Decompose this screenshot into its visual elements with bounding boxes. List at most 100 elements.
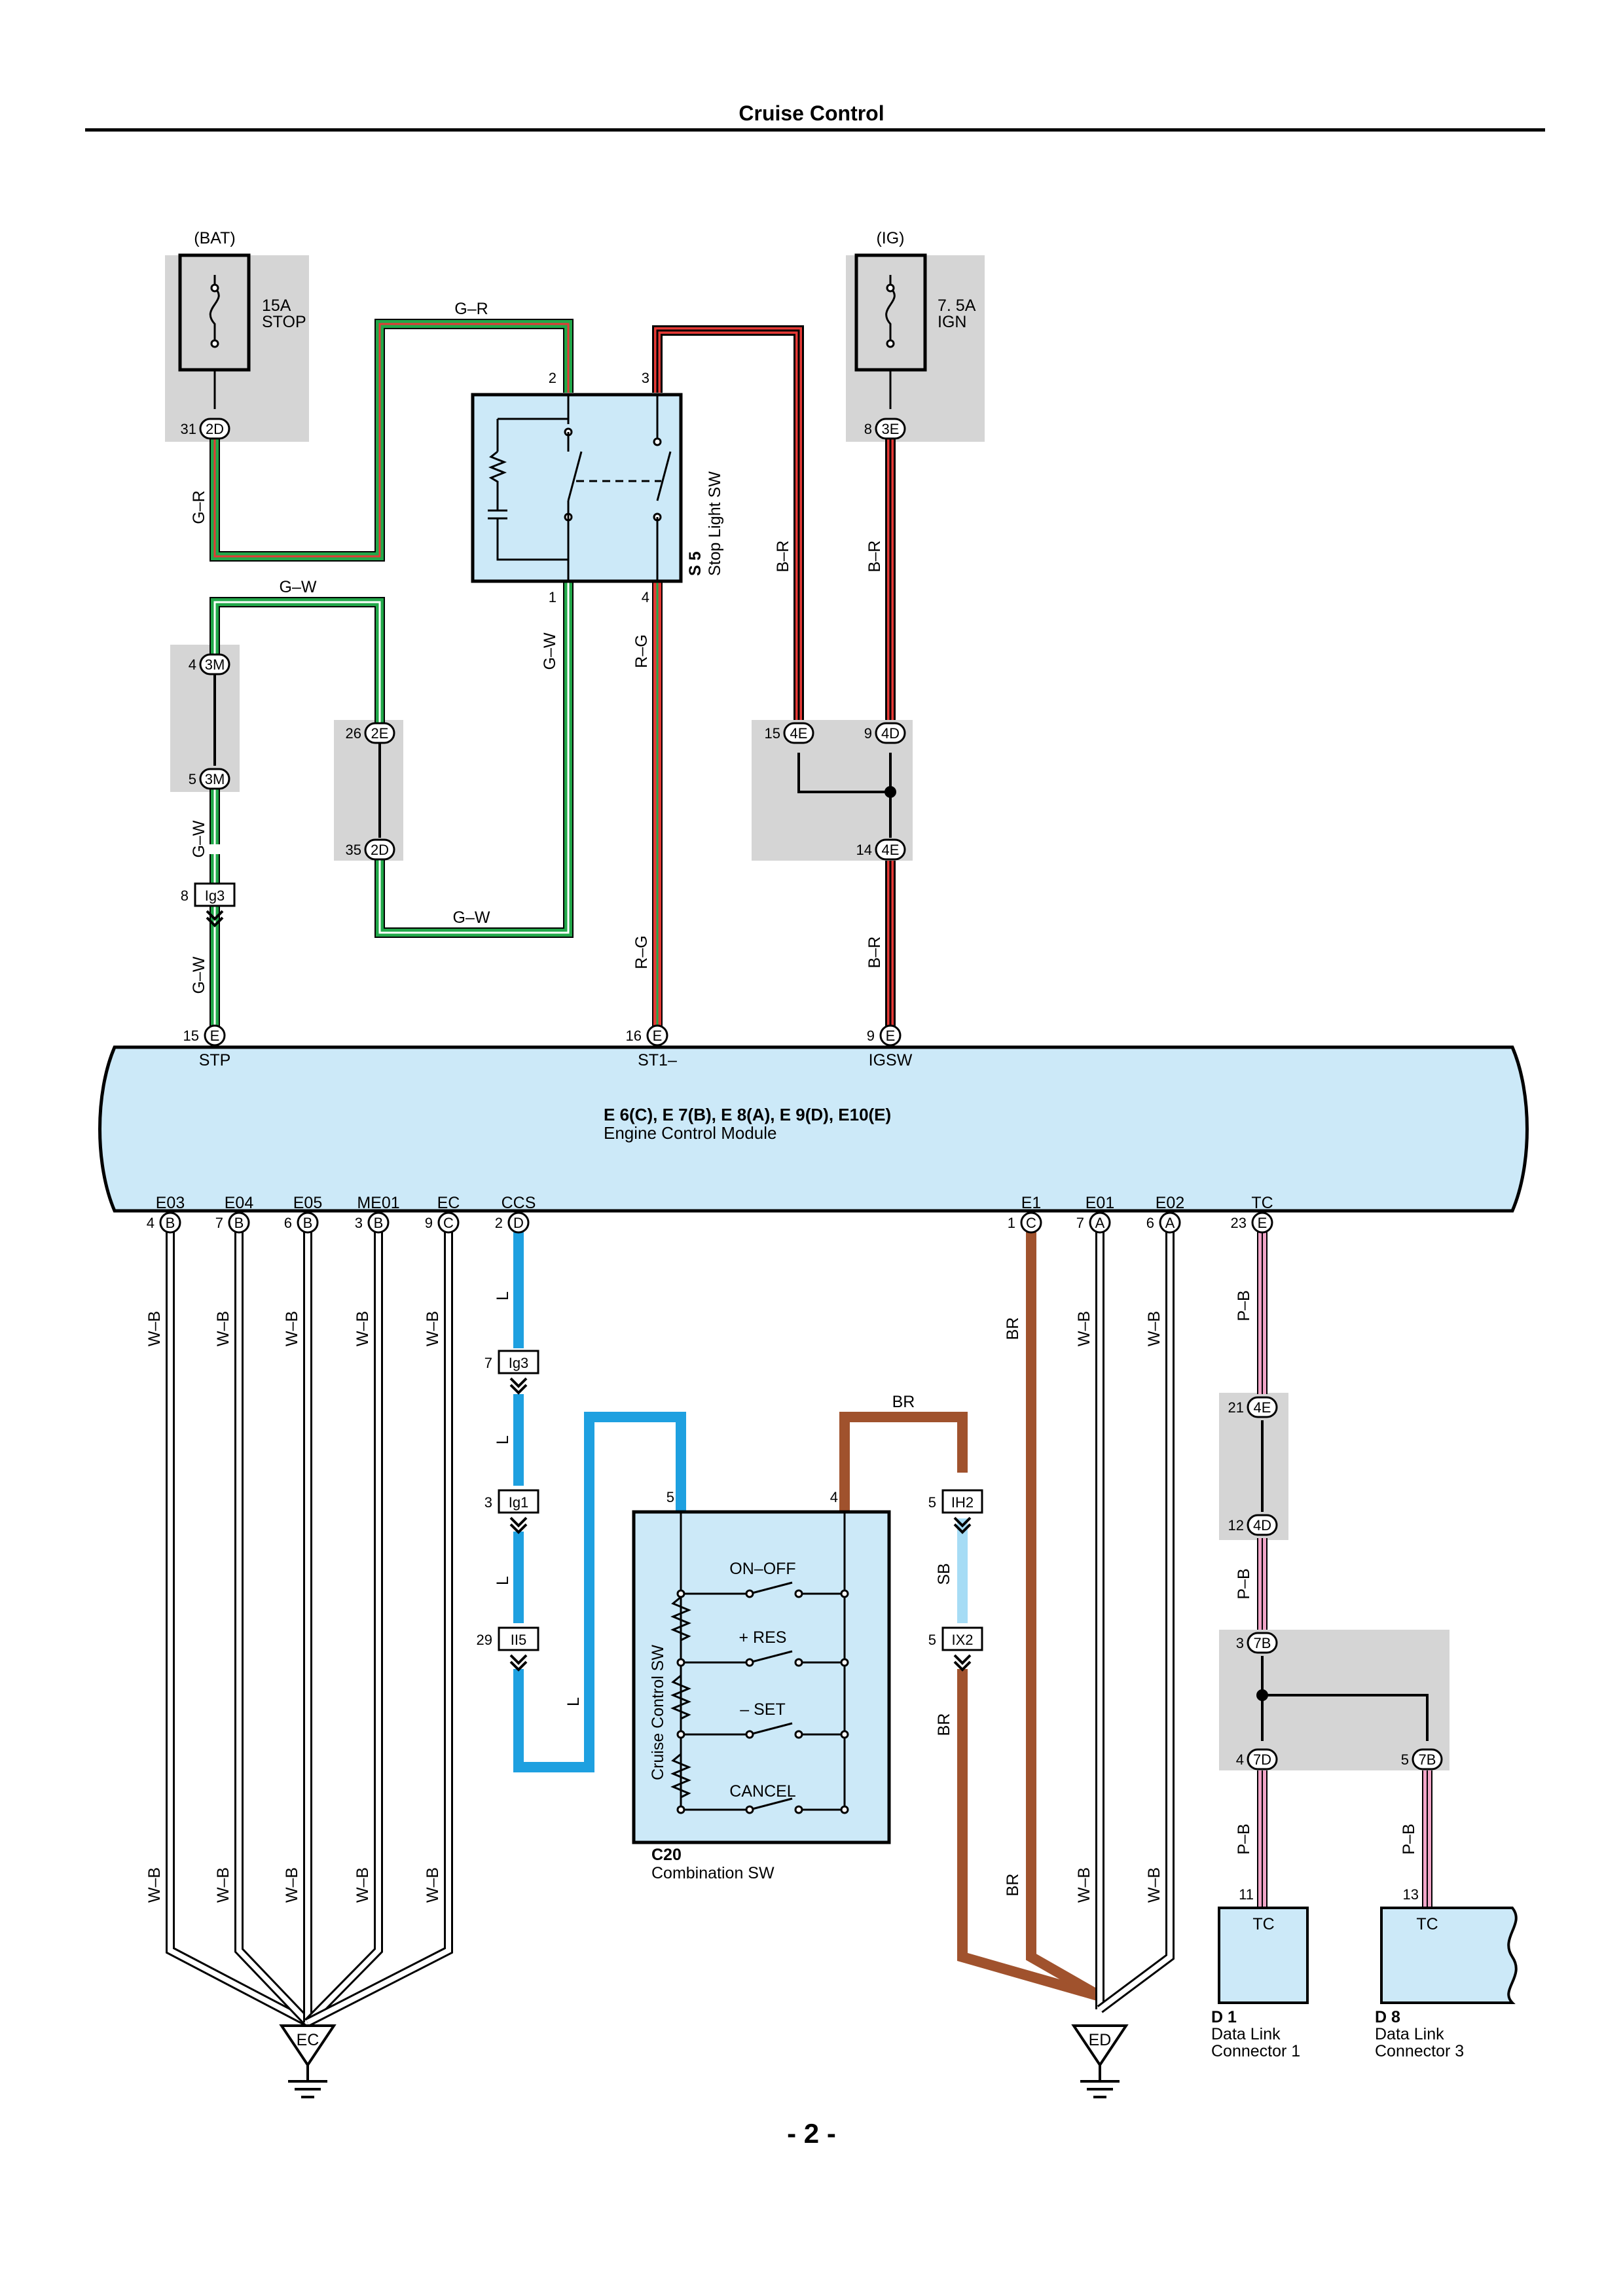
- junction-2e-2d: [334, 720, 403, 861]
- wire-label: L: [494, 1291, 512, 1300]
- svg-text:8: 8: [864, 421, 872, 437]
- dlc3-pin: 13: [1403, 1886, 1419, 1903]
- wire-label: W–B: [283, 1867, 301, 1903]
- wire-label: W–B: [214, 1867, 232, 1903]
- fuse-15a-stop: [178, 253, 251, 372]
- ground-ed: [1071, 2024, 1129, 2098]
- svg-text:5: 5: [189, 771, 196, 787]
- svg-text:E02: E02: [1156, 1194, 1184, 1212]
- svg-text:Ig3: Ig3: [509, 1355, 529, 1371]
- wire-b-r: [652, 325, 896, 1028]
- svg-text:E04: E04: [225, 1194, 254, 1212]
- svg-text:E03: E03: [156, 1194, 185, 1212]
- stop-light-sw-pin-4: 4: [642, 589, 649, 605]
- switch-cancel: CANCEL: [729, 1782, 796, 1801]
- wire-g-r: [210, 319, 574, 562]
- ig-fuse-rating: 7. 5A: [938, 296, 976, 315]
- svg-text:4D: 4D: [1253, 1517, 1271, 1534]
- svg-text:3M: 3M: [205, 656, 225, 673]
- svg-text:A: A: [1095, 1215, 1105, 1231]
- wire-label: B–R: [866, 541, 884, 573]
- svg-text:15: 15: [765, 725, 780, 742]
- stop-light-sw-name: Stop Light SW: [706, 471, 724, 576]
- page-number: - 2 -: [787, 2118, 836, 2149]
- svg-text:B: B: [374, 1215, 384, 1231]
- svg-text:4E: 4E: [882, 842, 900, 858]
- svg-text:E: E: [210, 1028, 220, 1044]
- svg-text:2E: 2E: [371, 725, 389, 742]
- connector-terminal: 4D9: [864, 722, 906, 744]
- svg-text:B: B: [234, 1215, 244, 1231]
- connector-terminal: 4E 14: [856, 838, 906, 861]
- wire-label: W–B: [354, 1867, 372, 1903]
- fuse-7-5a-ign: [854, 253, 927, 372]
- svg-text:7B: 7B: [1254, 1635, 1271, 1651]
- wire-label: G–W: [453, 908, 490, 927]
- wire-label: W–B: [214, 1311, 232, 1346]
- wire-label: G–R: [454, 300, 488, 318]
- ig-fuse-name: IGN: [938, 313, 966, 331]
- svg-text:4E: 4E: [1254, 1399, 1271, 1416]
- wire-label: BR: [1004, 1318, 1022, 1340]
- dlc3-box: [1380, 1907, 1518, 2004]
- w-b-labels: W–BW–BW–BW–BW–BW–BW–BW–BW–BW–BW–BW–BW–BW…: [145, 1311, 1163, 1903]
- svg-text:3: 3: [484, 1494, 492, 1511]
- wire-label: B–R: [866, 937, 884, 969]
- svg-text:14: 14: [856, 842, 872, 858]
- svg-text:CCS: CCS: [501, 1194, 536, 1212]
- svg-text:8: 8: [181, 888, 189, 904]
- wire-label: W–B: [1145, 1311, 1163, 1346]
- dlc1-terminal: TC: [1252, 1915, 1274, 1933]
- ground-ed-label: ED: [1089, 2031, 1112, 2049]
- cruise-control-sw-label: Cruise Control SW: [649, 1645, 667, 1780]
- wire-label: W–B: [145, 1311, 164, 1346]
- svg-text:Ig3: Ig3: [205, 888, 225, 904]
- dlc3-id: D 8: [1375, 2008, 1400, 2026]
- svg-text:7: 7: [215, 1215, 223, 1231]
- connector-terminal: 7B5: [1401, 1748, 1443, 1770]
- svg-text:IH2: IH2: [951, 1494, 974, 1511]
- svg-text:C: C: [1026, 1215, 1036, 1231]
- wire-label: W–B: [354, 1311, 372, 1346]
- svg-text:7: 7: [484, 1355, 492, 1371]
- svg-text:ME01: ME01: [357, 1194, 399, 1212]
- svg-text:15: 15: [183, 1028, 199, 1044]
- stop-light-sw-id: S 5: [686, 551, 704, 576]
- svg-text:IGSW: IGSW: [869, 1051, 913, 1069]
- wire-br: [839, 1230, 1103, 2001]
- svg-text:9: 9: [425, 1215, 433, 1231]
- wire-label: L: [494, 1435, 512, 1444]
- svg-text:9: 9: [867, 1028, 875, 1044]
- svg-text:E: E: [886, 1028, 896, 1044]
- wire-label: W–B: [1145, 1867, 1163, 1903]
- wire-label: W–B: [283, 1311, 301, 1346]
- comb-sw-pin-4: 4: [830, 1489, 838, 1505]
- wire-label: B–R: [774, 541, 792, 573]
- page-title: Cruise Control: [739, 101, 884, 125]
- wire-label: G–W: [190, 956, 208, 994]
- engine-control-module: [98, 1045, 1529, 1213]
- wire-label: G–W: [190, 820, 208, 857]
- stop-light-sw-pin-1: 1: [549, 589, 556, 605]
- svg-text:3E: 3E: [882, 421, 900, 437]
- connector-terminal: 7B3: [1236, 1632, 1278, 1654]
- connector-terminal: 3M5: [189, 768, 230, 790]
- svg-text:Ig1: Ig1: [509, 1494, 529, 1511]
- svg-text:7D: 7D: [1253, 1751, 1271, 1768]
- svg-text:7B: 7B: [1419, 1751, 1436, 1768]
- dlc1-box: [1218, 1907, 1309, 2004]
- wire-w-b: [166, 1230, 1175, 2027]
- wire-p-b: [1257, 1230, 1432, 1908]
- svg-text:E: E: [1258, 1215, 1267, 1231]
- comb-sw-name: Combination SW: [651, 1864, 775, 1882]
